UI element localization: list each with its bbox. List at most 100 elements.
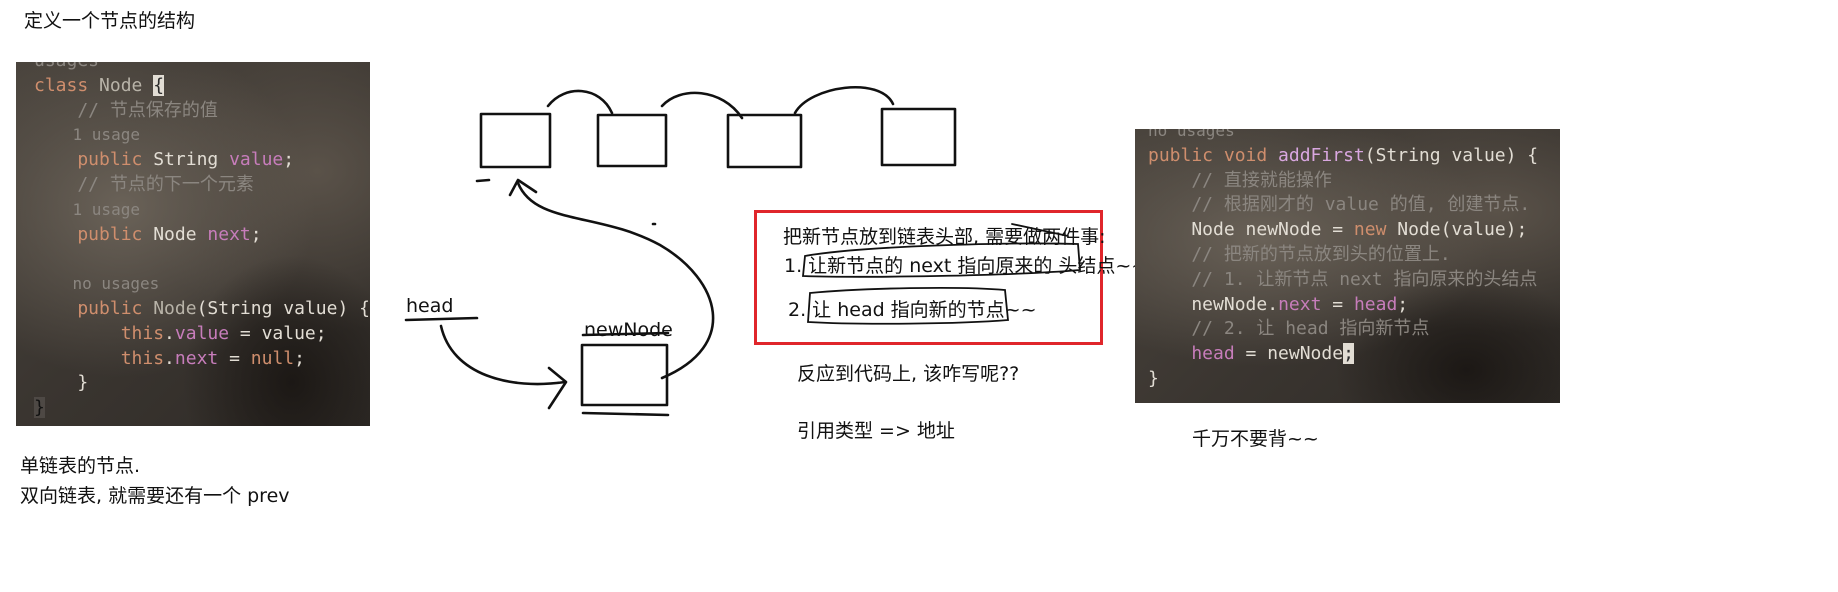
code-token: public [34, 149, 154, 171]
code-token: newNode [1245, 219, 1322, 241]
link-curve-1-2 [546, 89, 614, 115]
code-line: // 1. 让新节点 next 指向原来的头结点 [1148, 265, 1537, 294]
code-token: } [34, 372, 89, 394]
step-2: 2. 让 head 指向新的节点~~ [788, 299, 1037, 321]
code-token: public [34, 223, 154, 245]
code-token: { [153, 74, 165, 96]
code-token: // 直接就能操作 [1148, 169, 1332, 191]
code-token: // 把新的节点放到头的位置上. [1148, 244, 1451, 265]
code-token: public [34, 298, 154, 319]
code-line: Node newNode = new Node(value); [1148, 215, 1527, 244]
new-node-underline-bottom [581, 411, 670, 417]
code-token: } [1148, 368, 1159, 389]
code-token: ; [250, 223, 262, 245]
add-first-code-panel: no usages public void addFirst(String val… [1135, 129, 1560, 403]
code-token: next [1278, 293, 1322, 315]
head-label: head [406, 295, 454, 317]
reference-type-note: 引用类型 => 地址 [797, 420, 955, 442]
code-line: newNode.next = head; [1148, 290, 1408, 319]
code-token: Node [99, 74, 154, 96]
code-token: Node [1148, 219, 1246, 241]
page-title: 定义一个节点的结构 [24, 10, 196, 32]
code-token: null [250, 347, 295, 369]
code-token: = [218, 347, 251, 369]
steps-title: 把新节点放到链表头部, 需要做两件事: [783, 226, 1106, 248]
code-token: public void [1148, 144, 1279, 166]
code-token: (String value) { [1364, 144, 1539, 166]
code-token: String [153, 149, 230, 171]
newnode-next-arrowhead [508, 178, 538, 197]
doubly-linked-prev-note: 双向链表, 就需要还有一个 prev [20, 485, 290, 507]
code-line: no usages [1148, 129, 1235, 145]
code-token: next [174, 347, 219, 369]
code-line: no usages [34, 269, 160, 298]
code-token: newNode [1148, 293, 1268, 315]
code-line: usages [34, 62, 99, 75]
code-question-note: 反应到代码上, 该咋写呢?? [797, 363, 1020, 385]
code-line: this.value = value; [34, 319, 327, 348]
list-node-box-1 [479, 112, 552, 169]
list-node-box-3 [726, 113, 803, 169]
newnode-next-arrow [516, 181, 715, 380]
code-token: new [1353, 219, 1398, 241]
new-node-underline-top [581, 331, 670, 337]
code-token: Node(value); [1397, 219, 1528, 241]
code-token: ; [1343, 343, 1354, 365]
code-token: ; [1397, 293, 1409, 315]
code-token: // 节点保存的值 [34, 99, 218, 121]
code-token: addFirst [1278, 144, 1365, 166]
code-token: ; [294, 347, 305, 369]
new-node-label: newNode [584, 319, 673, 341]
code-token: // 节点的下一个元素 [34, 174, 254, 195]
code-token: no usages [34, 274, 160, 294]
head-underline [404, 316, 479, 322]
steps-red-box [754, 210, 1103, 345]
code-token: this [34, 347, 165, 369]
list-node-box-4 [880, 107, 957, 167]
head-arrowhead [547, 366, 568, 410]
dont-memorize-note: 千万不要背~~ [1192, 428, 1319, 450]
code-line: // 把新的节点放到头的位置上. [1148, 240, 1451, 269]
code-token: . [1267, 293, 1279, 315]
code-token: // 2. 让 head 指向新节点 [1148, 318, 1430, 340]
code-token: 1 usage [34, 125, 140, 145]
code-token: = [1321, 293, 1354, 315]
code-token: next [207, 223, 251, 245]
code-line: class Node { [34, 71, 165, 100]
code-token: . [164, 347, 175, 369]
code-line: } [34, 368, 88, 397]
code-line: // 2. 让 head 指向新节点 [1148, 314, 1429, 343]
code-line: public Node next; [34, 220, 262, 249]
code-token: this [34, 322, 165, 344]
code-token: usages [34, 62, 99, 71]
code-token: = value; [229, 322, 327, 344]
code-token: 1 usage [34, 199, 140, 219]
code-token: } [34, 397, 45, 419]
code-line: this.next = null; [34, 344, 305, 373]
code-line: head = newNode; [1148, 339, 1354, 368]
code-line: public Node(String value) { [34, 294, 370, 323]
link-curve-3-4 [793, 85, 895, 115]
code-token: Node [153, 298, 197, 319]
code-token: = newNode [1234, 343, 1344, 365]
code-token: = [1321, 219, 1354, 241]
head-arrow [439, 324, 567, 386]
code-line: } [34, 393, 45, 422]
node-class-code-panel: usagesclass Node { // 节点保存的值 1 usage pub… [16, 62, 370, 426]
list-node-box-2 [596, 113, 668, 168]
singly-linked-node-note: 单链表的节点. [20, 455, 141, 477]
code-line: } [1148, 364, 1159, 393]
code-line: // 节点保存的值 [34, 96, 218, 125]
code-token: class [34, 74, 100, 96]
link-curve-2-3 [660, 91, 744, 120]
code-token: no usages [1148, 129, 1235, 140]
code-token: // 1. 让新节点 next 指向原来的头结点 [1148, 268, 1538, 290]
code-line: // 根据刚才的 value 的值, 创建节点. [1148, 190, 1530, 219]
code-token: value [229, 149, 284, 171]
code-token: head [1353, 293, 1398, 315]
code-token: head [1148, 343, 1235, 365]
code-line: // 节点的下一个元素 [34, 170, 254, 199]
code-line: 1 usage [34, 195, 140, 224]
